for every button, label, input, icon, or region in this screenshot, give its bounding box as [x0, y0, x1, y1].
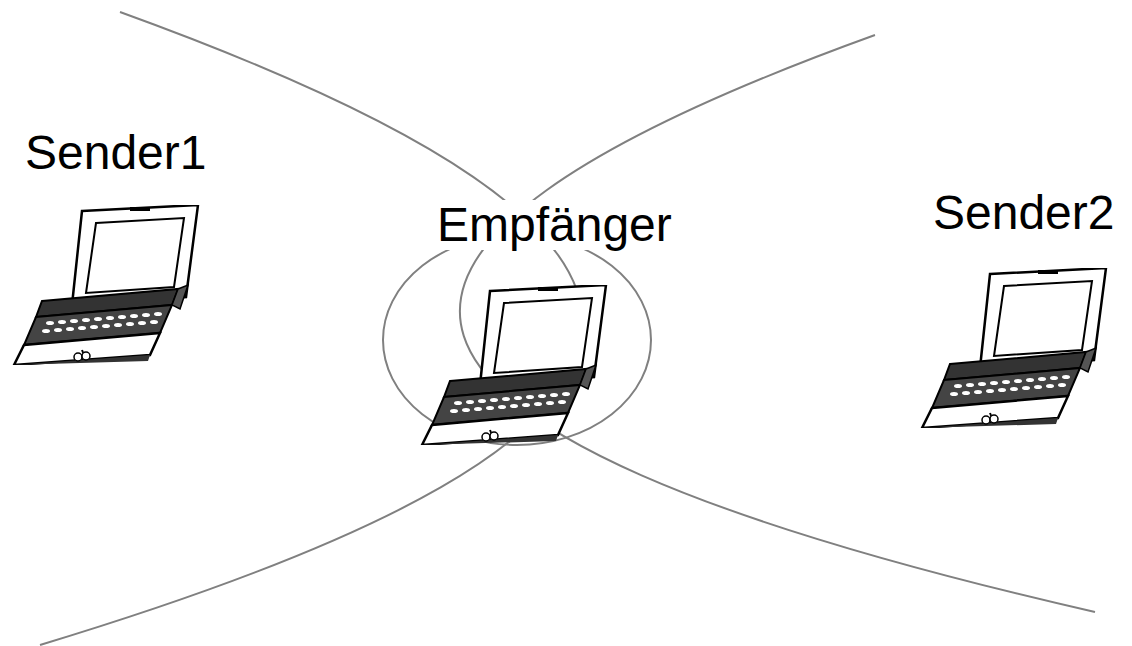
node-label: Sender1 — [22, 128, 209, 178]
node-label: Sender2 — [930, 188, 1117, 238]
laptop-icon — [12, 205, 198, 365]
laptop-node: Empfänger — [418, 200, 693, 446]
laptop-icon — [420, 285, 606, 445]
laptop-icon — [920, 268, 1106, 428]
laptop-icon — [918, 268, 1110, 428]
laptop-icon — [10, 205, 202, 365]
node-label: Empfänger — [434, 200, 675, 250]
laptop-icon — [418, 285, 610, 445]
laptop-node: Sender1 — [10, 128, 220, 368]
laptop-node: Sender2 — [918, 188, 1123, 428]
